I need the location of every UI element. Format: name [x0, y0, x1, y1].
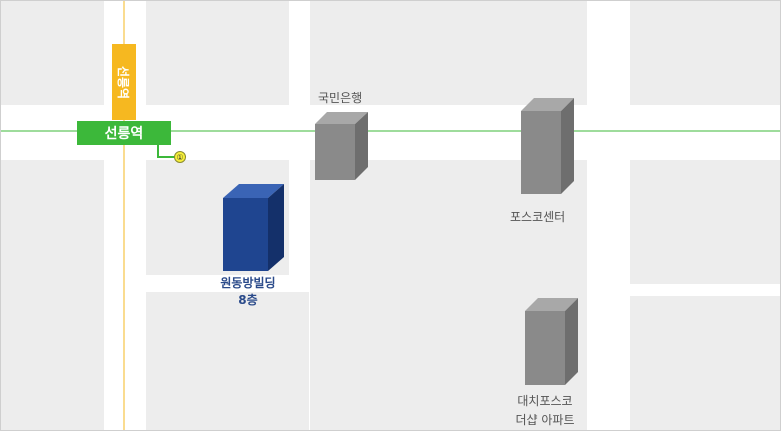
city-block [630, 160, 780, 284]
daechi-posco-label: 대치포스코 더샵 아파트 [500, 392, 590, 430]
city-block [146, 292, 309, 430]
daechi-posco-building [525, 298, 578, 385]
destination-name: 원동방빌딩 [220, 276, 276, 290]
kookmin-bank-label: 국민은행 [318, 91, 363, 105]
posco-center-building [521, 98, 574, 194]
exit-pointer-line [157, 145, 175, 158]
kookmin-bank-building [315, 112, 368, 180]
line-vertical-label: 선릉역 [112, 44, 136, 120]
exit-number-badge: ① [174, 151, 186, 163]
posco-center-label: 포스코센터 [510, 210, 566, 224]
destination-label: 원동방빌딩 8층 [212, 275, 284, 309]
city-block [630, 296, 780, 430]
daechi-label-line1: 대치포스코 [517, 394, 573, 408]
destination-floor: 8층 [238, 293, 258, 307]
city-block [1, 1, 104, 105]
city-block [146, 1, 289, 105]
city-block [310, 1, 587, 105]
city-block [310, 160, 587, 430]
station-label: 선릉역 [77, 121, 171, 145]
city-block [1, 160, 104, 430]
city-block [630, 1, 780, 105]
destination-building [223, 184, 284, 271]
daechi-label-line2: 더샵 아파트 [515, 413, 575, 427]
station-name: 선릉역 [104, 126, 144, 142]
